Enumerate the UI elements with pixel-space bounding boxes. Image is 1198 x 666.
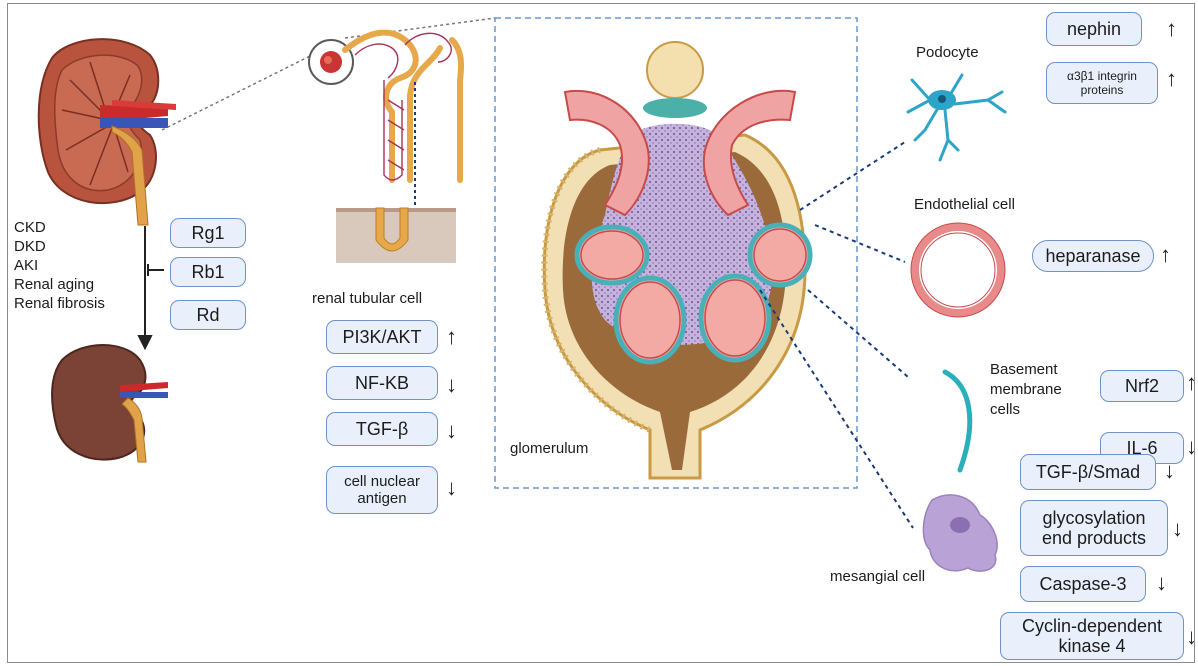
disease-item: CKD	[14, 218, 105, 237]
down-arrow-icon: ↓	[1164, 460, 1175, 482]
healthy-kidney-illustration	[39, 39, 176, 225]
down-arrow-icon: ↓	[1186, 436, 1197, 458]
basement-membrane-label: Basement membrane cells	[990, 360, 1082, 420]
disease-progression-arrow	[139, 226, 164, 348]
podocyte-illustration	[908, 75, 1005, 160]
tubular-tissue-illustration	[336, 208, 456, 263]
marker-box-tgf-beta: TGF-β	[326, 412, 438, 446]
endothelial-cell-illustration	[911, 223, 1005, 317]
nephron-illustration	[309, 33, 461, 205]
marker-box-integrin: α3β1 integrin proteins	[1046, 62, 1158, 104]
mesangial-cell-label: mesangial cell	[830, 568, 925, 586]
up-arrow-icon: ↑	[446, 326, 457, 348]
mesangial-cell-illustration	[923, 495, 997, 571]
ginsenoside-rg1-box: Rg1	[170, 218, 246, 248]
glomerulus-illustration	[544, 42, 810, 478]
down-arrow-icon: ↓	[446, 420, 457, 442]
disease-list: CKD DKD AKI Renal aging Renal fibrosis	[14, 218, 105, 313]
endothelial-cell-label: Endothelial cell	[914, 196, 1015, 214]
down-arrow-icon: ↓	[1172, 518, 1183, 540]
marker-box-nrf2: Nrf2	[1100, 370, 1184, 402]
marker-box-heparanase: heparanase	[1032, 240, 1154, 272]
marker-box-cell-nuclear-antigen: cell nuclear antigen	[326, 466, 438, 514]
tubular-cell-label: renal tubular cell	[312, 290, 422, 308]
disease-item: Renal aging	[14, 275, 105, 294]
down-arrow-icon: ↓	[446, 477, 457, 499]
up-arrow-icon: ↑	[1166, 68, 1177, 90]
up-arrow-icon: ↑	[1186, 372, 1197, 394]
disease-item: AKI	[14, 256, 105, 275]
basement-membrane-illustration	[945, 372, 970, 470]
down-arrow-icon: ↓	[1156, 572, 1167, 594]
glomerulum-label: glomerulum	[510, 440, 588, 458]
marker-box-nephin: nephin	[1046, 12, 1142, 46]
marker-box-cdk4: Cyclin-dependent kinase 4	[1000, 612, 1184, 660]
podocyte-label: Podocyte	[916, 44, 979, 62]
up-arrow-icon: ↑	[1166, 18, 1177, 40]
down-arrow-icon: ↓	[1186, 626, 1197, 648]
marker-box-nf-kb: NF-KB	[326, 366, 438, 400]
ginsenoside-rd-box: Rd	[170, 300, 246, 330]
disease-item: Renal fibrosis	[14, 294, 105, 313]
marker-box-tgf-smad: TGF-β/Smad	[1020, 454, 1156, 490]
marker-box-caspase-3: Caspase-3	[1020, 566, 1146, 602]
disease-item: DKD	[14, 237, 105, 256]
up-arrow-icon: ↑	[1160, 244, 1171, 266]
marker-box-pi3k-akt: PI3K/AKT	[326, 320, 438, 354]
ginsenoside-rb1-box: Rb1	[170, 257, 246, 287]
damaged-kidney-illustration	[52, 345, 168, 462]
marker-box-glycosylation: glycosylation end products	[1020, 500, 1168, 556]
down-arrow-icon: ↓	[446, 374, 457, 396]
